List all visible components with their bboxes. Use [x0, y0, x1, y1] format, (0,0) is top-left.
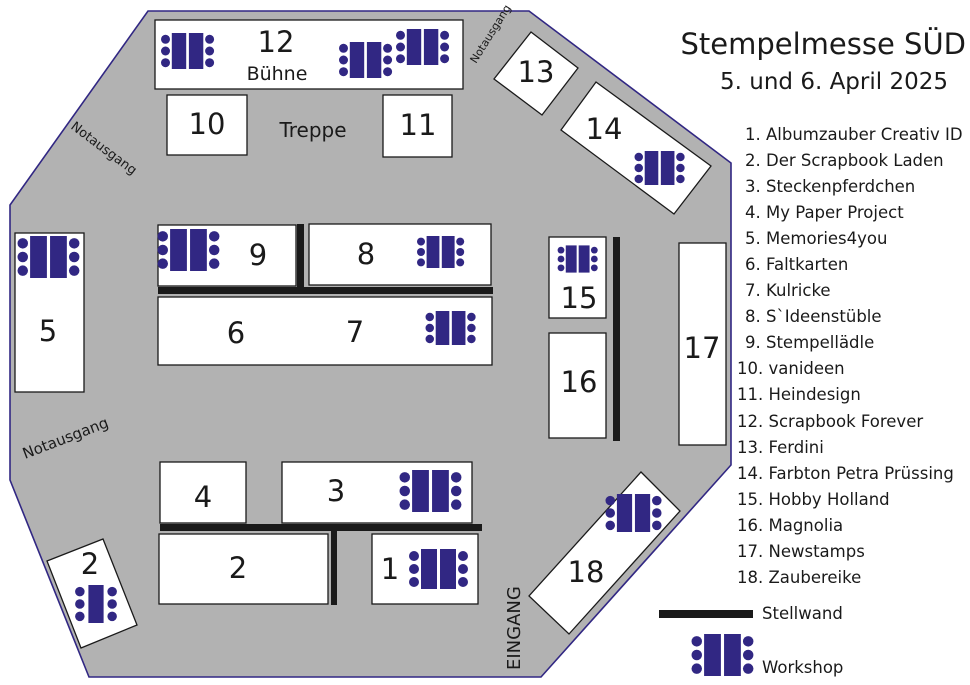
- booth-number: 10: [189, 107, 226, 141]
- legend-item: 12. Scrapbook Forever: [737, 412, 923, 431]
- legend-item: 18. Zaubereike: [737, 568, 861, 587]
- legend-item: 9. Stempellädle: [745, 333, 874, 352]
- legend-item: 7. Kulricke: [745, 281, 831, 300]
- booth-number: 16: [561, 365, 598, 399]
- legend-item: 6. Faltkarten: [745, 255, 848, 274]
- partition-wall: [158, 287, 493, 294]
- wall-legend-swatch: [659, 610, 753, 618]
- wall-legend-label: Stellwand: [762, 604, 843, 623]
- booth-number: 13: [518, 55, 555, 89]
- partition-wall: [297, 224, 304, 291]
- workshop-legend-label: Workshop: [762, 658, 843, 677]
- legend-item: 3. Steckenpferdchen: [745, 177, 915, 196]
- legend-item: 2. Der Scrapbook Laden: [745, 151, 944, 170]
- booth-number: 7: [346, 315, 364, 349]
- legend-item: 10. vanideen: [737, 359, 845, 378]
- event-date: 5. und 6. April 2025: [720, 69, 948, 95]
- legend-item: 5. Memories4you: [745, 229, 887, 248]
- booth-4[interactable]: 4: [159, 461, 247, 524]
- booth-number: 12: [258, 25, 295, 59]
- workshop-icon: [691, 634, 754, 676]
- booth-number: 5: [39, 314, 57, 348]
- legend-item: 17. Newstamps: [737, 542, 865, 561]
- booth-16[interactable]: 16: [548, 332, 607, 439]
- legend-item: 14. Farbton Petra Prüssing: [737, 464, 954, 483]
- booth-number: 2: [81, 547, 99, 581]
- booth-11[interactable]: 11: [382, 94, 453, 158]
- stairs-label: Treppe: [278, 118, 346, 142]
- booth-number: 9: [249, 238, 267, 272]
- booth-8[interactable]: 8: [308, 223, 492, 286]
- booth-number: 6: [227, 316, 245, 350]
- booth-number: 8: [357, 237, 375, 271]
- legend-item: 1. Albumzauber Creativ ID: [745, 125, 963, 144]
- page-title: Stempelmesse SÜD: [680, 27, 966, 61]
- booth-13[interactable]: 13: [493, 31, 579, 116]
- booth-15[interactable]: 15: [548, 236, 607, 319]
- booth-number: 4: [194, 480, 212, 514]
- booth-number: 17: [684, 331, 721, 365]
- booth-number: 2: [229, 551, 247, 585]
- legend-item: 16. Magnolia: [737, 516, 843, 535]
- booth-2[interactable]: 2: [158, 533, 329, 605]
- booth-number: 11: [400, 108, 437, 142]
- partition-wall: [160, 524, 482, 531]
- booth-10[interactable]: 10: [166, 94, 248, 156]
- legend-item: 11. Heindesign: [737, 385, 861, 404]
- booth-number: 14: [586, 112, 623, 146]
- stage-label: Bühne: [247, 63, 308, 85]
- legend-item: 4. My Paper Project: [745, 203, 904, 222]
- workshop-icon: [75, 585, 117, 623]
- booth-number: 18: [568, 555, 605, 589]
- legend-item: 15. Hobby Holland: [737, 490, 890, 509]
- legend-item: 8. S`Ideenstüble: [745, 307, 882, 326]
- entrance-label: EINGANG: [504, 586, 525, 670]
- partition-wall: [331, 530, 337, 605]
- booth-number: 3: [327, 474, 345, 508]
- legend-item: 13. Ferdini: [737, 438, 824, 457]
- partition-wall: [613, 237, 620, 441]
- exhibitor-legend: 1. Albumzauber Creativ ID 2. Der Scrapbo…: [737, 125, 963, 587]
- booth-number: 15: [561, 281, 598, 315]
- booth-number: 1: [381, 552, 399, 586]
- booth-17[interactable]: 17: [678, 242, 727, 446]
